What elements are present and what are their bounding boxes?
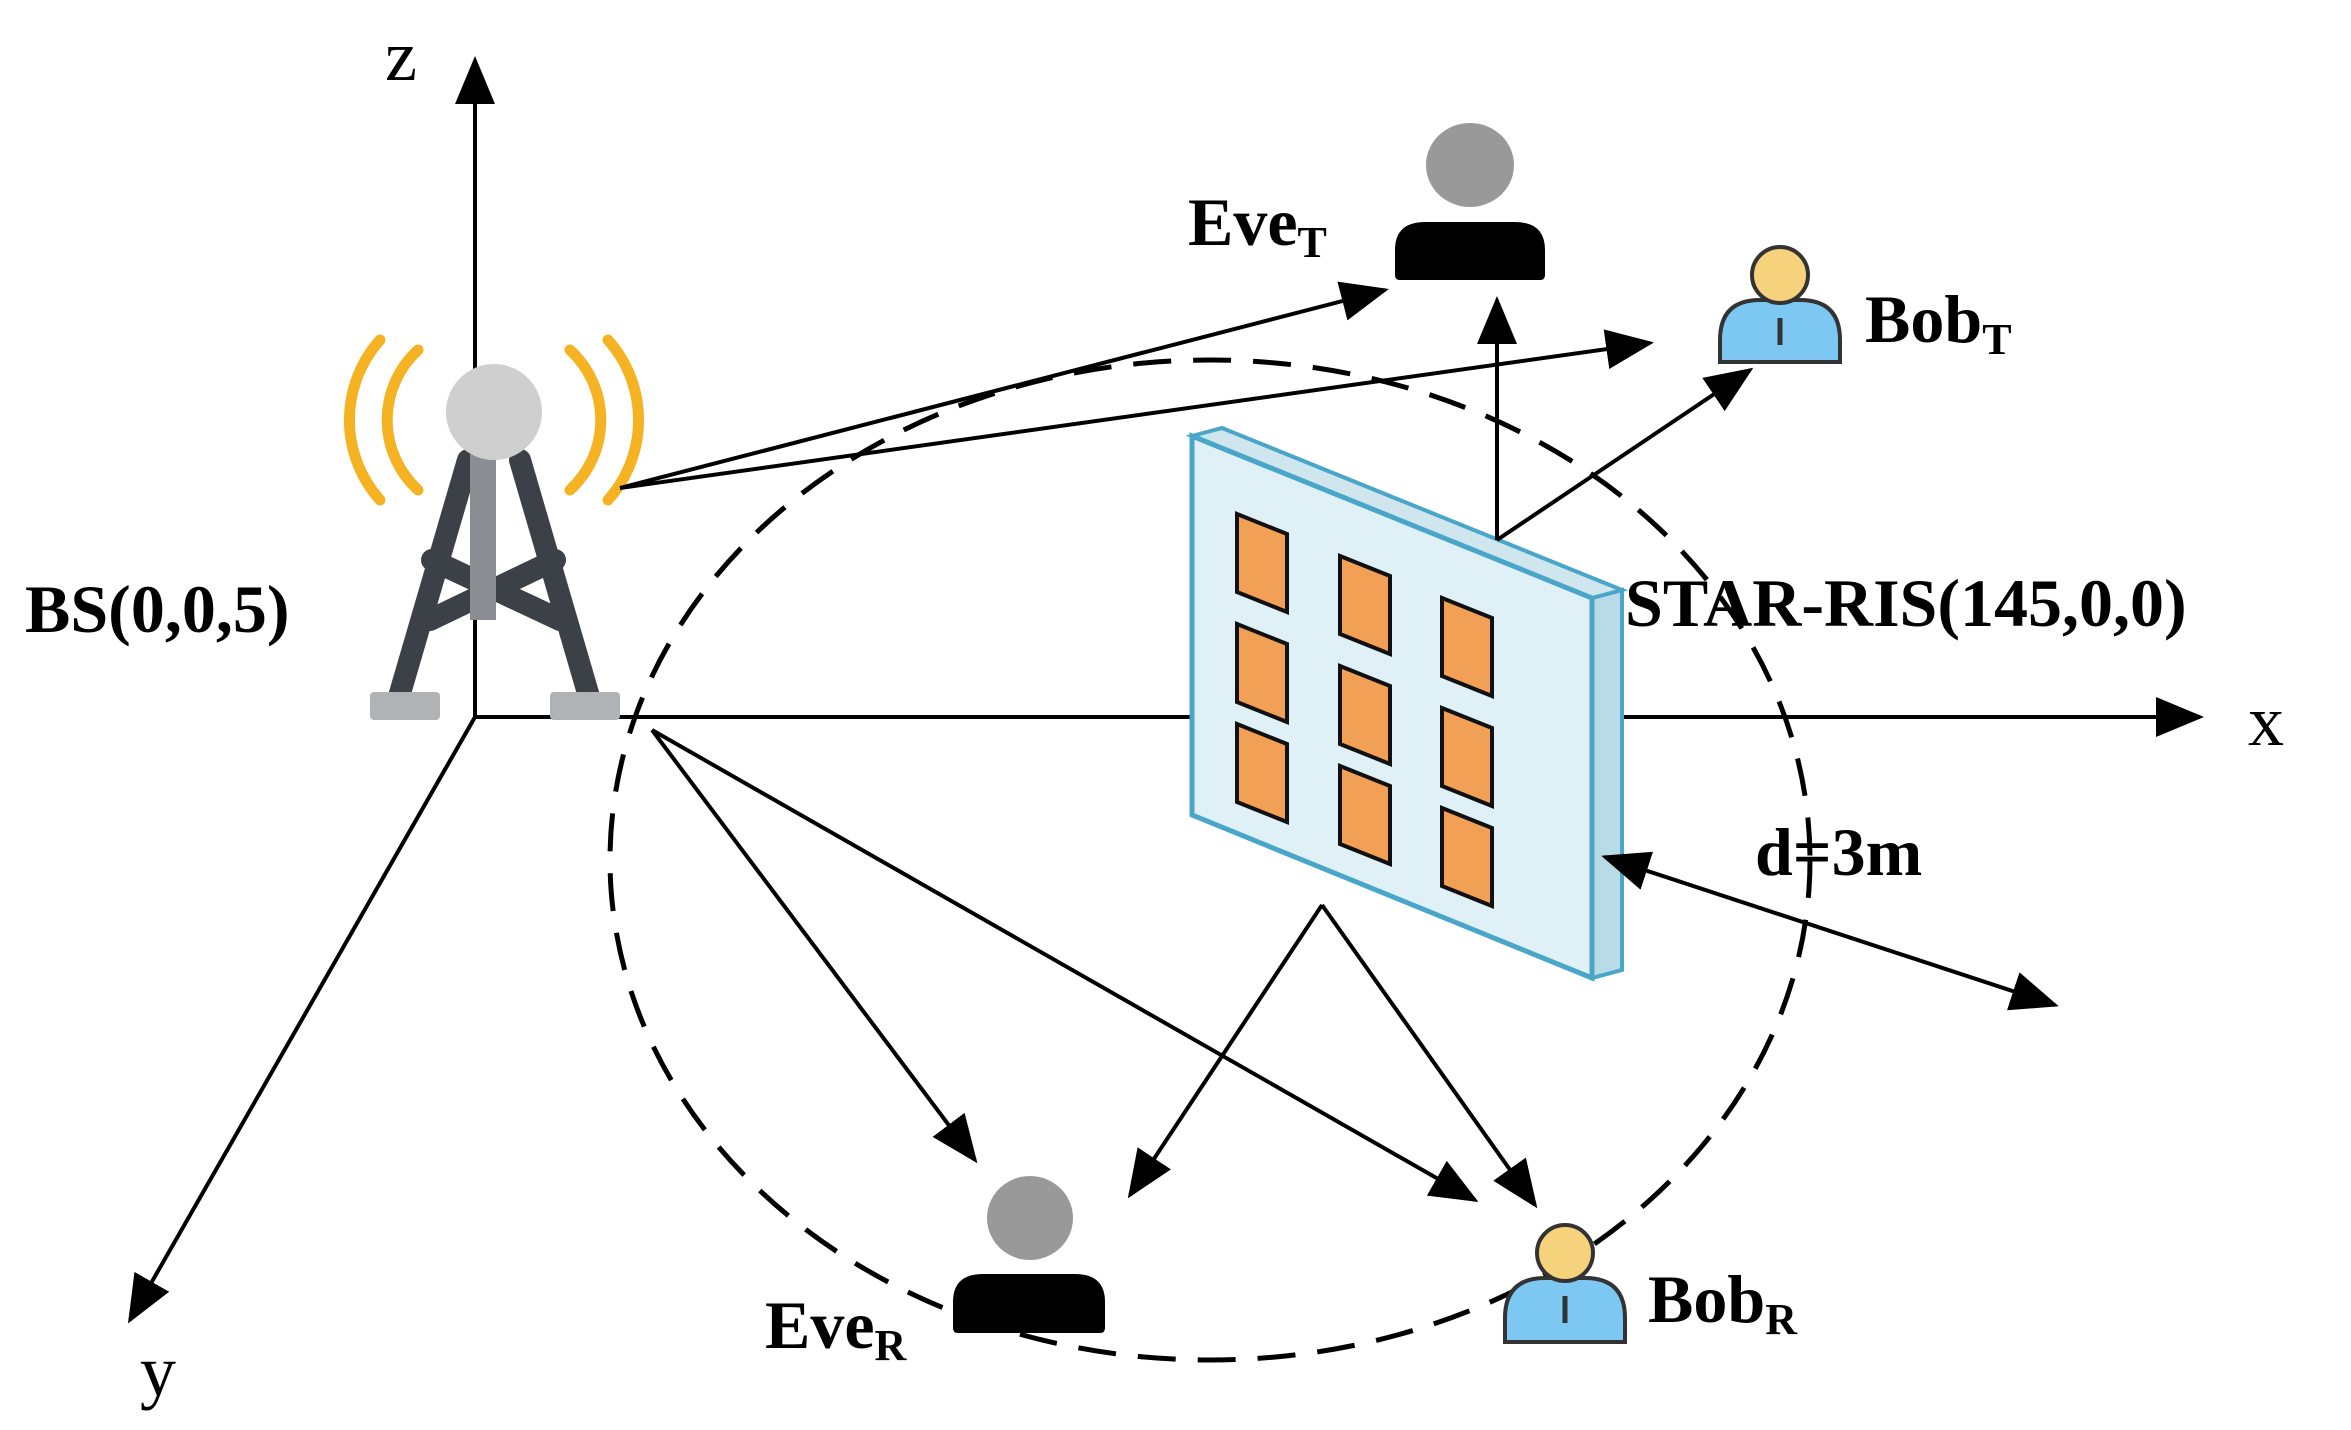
- distance-arrow: [1601, 851, 2059, 1011]
- z-axis-label: z: [385, 16, 417, 96]
- eavesdropper-icon: [1395, 123, 1545, 280]
- eve-r-label: EveR: [765, 1287, 908, 1370]
- bs-to-bob-r: [651, 728, 1479, 1202]
- user-icon: [1503, 1223, 1627, 1344]
- bob-t-label: BobT: [1865, 281, 2012, 364]
- y-axis-label: y: [140, 1331, 176, 1411]
- y-axis: [128, 716, 477, 1324]
- star-ris-panel: [1185, 425, 1629, 982]
- bs-to-eve-t: [619, 281, 1389, 490]
- ris-to-eve-r: [1127, 903, 1324, 1199]
- bob-r-label: BobR: [1648, 1261, 1798, 1344]
- ris-to-bob-t: [1495, 367, 1754, 542]
- base-station-icon: [343, 334, 645, 720]
- ris-to-bob-r: [1320, 903, 1538, 1209]
- tower-foot-left: [370, 692, 440, 720]
- coordinate-axes: [128, 56, 2204, 1324]
- star-ris-label: STAR-RIS(145,0,0): [1625, 565, 2187, 641]
- tower-head: [446, 364, 542, 460]
- signal-links: [619, 281, 2059, 1209]
- bs-label: BS(0,0,5): [25, 571, 289, 647]
- eavesdropper-icon: [953, 1176, 1105, 1333]
- distance-label: d=3m: [1755, 814, 1922, 890]
- bs-to-bob-t: [619, 329, 1654, 490]
- x-axis-label: x: [2248, 681, 2284, 761]
- eve-t-label: EveT: [1188, 184, 1327, 267]
- signal-arcs: [343, 334, 645, 506]
- tower-foot-right: [550, 692, 620, 720]
- bs-to-eve-r: [650, 728, 978, 1164]
- user-icon: [1718, 245, 1842, 364]
- ris-elements: [1235, 511, 1494, 909]
